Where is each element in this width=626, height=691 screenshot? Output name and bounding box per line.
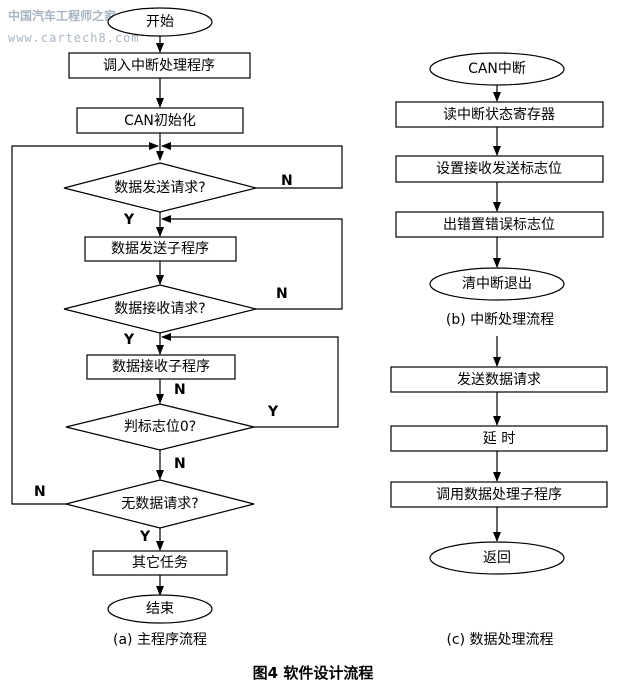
flag-zero-label: 判标志位0?: [124, 419, 196, 435]
receive-request-yes-label: Y: [123, 332, 135, 348]
data-processing-flow: 发送数据请求 延 时 调用数据处理子程序 返回 (c) 数据处理流程: [390, 336, 608, 648]
other-tasks-label: 其它任务: [132, 554, 188, 571]
main-end-label: 结束: [146, 601, 174, 617]
isr-exit-terminal: [429, 267, 565, 301]
return-terminal: [429, 541, 565, 575]
no-data-request-no-label: N: [34, 484, 46, 500]
send-subroutine-label: 数据发送子程序: [111, 241, 209, 257]
main-end-terminal: [107, 594, 213, 624]
interrupt-handler-flow: CAN中断 读中断状态寄存器 设置接收发送标志位 出错置错误标志位 清中断退出 …: [395, 52, 604, 328]
send-data-request-label: 发送数据请求: [457, 372, 541, 388]
flag-zero-no-label: N: [174, 456, 186, 472]
after-receive-no-label: N: [174, 382, 186, 398]
flag-zero-yes-label: Y: [267, 404, 279, 420]
receive-request-no-label: N: [276, 286, 288, 302]
no-data-request-yes-label: Y: [139, 529, 151, 545]
isr-flow-caption: (b) 中断处理流程: [446, 312, 554, 328]
send-request-no-label: N: [281, 173, 293, 189]
error-flag-label: 出错置错误标志位: [443, 217, 555, 233]
receive-request-label: 数据接收请求?: [114, 300, 205, 317]
send-request-label: 数据发送请求?: [114, 180, 205, 196]
call-isr-label: 调入中断处理程序: [103, 58, 215, 74]
call-data-subroutine-label: 调用数据处理子程序: [436, 487, 562, 503]
no-data-request-label: 无数据请求?: [121, 496, 198, 512]
can-init-label: CAN初始化: [124, 112, 196, 129]
delay-label: 延 时: [483, 431, 515, 447]
call-data-subroutine-box: [390, 481, 608, 508]
other-tasks-box: [92, 550, 228, 576]
isr-exit-label: 清中断退出: [462, 276, 532, 292]
main-flow-caption: (a) 主程序流程: [113, 632, 207, 648]
delay-box: [390, 425, 608, 452]
watermark-url: www.cartech8.com: [8, 31, 140, 45]
call-isr-box: [68, 52, 251, 79]
receive-subroutine-label: 数据接收子程序: [112, 358, 210, 375]
watermark-logo-text: 中国汽车工程师之家: [8, 8, 117, 23]
send-data-request-box: [390, 366, 608, 393]
set-flags-label: 设置接收发送标志位: [436, 160, 562, 177]
set-flags-box: [395, 155, 604, 183]
data-flow-caption: (c) 数据处理流程: [446, 632, 553, 648]
error-flag-box: [395, 211, 604, 238]
send-request-yes-label: Y: [123, 212, 135, 228]
return-label: 返回: [483, 550, 511, 566]
read-status-register-label: 读中断状态寄存器: [443, 106, 555, 123]
read-status-register-box: [395, 101, 604, 128]
main-program-flow: 开始 调入中断处理程序 CAN初始化 数据发送请求? N Y 数据发送子程序 数…: [11, 7, 343, 648]
isr-start-label: CAN中断: [468, 61, 526, 77]
figure-title: 图4 软件设计流程: [253, 664, 374, 682]
receive-subroutine-box: [86, 354, 236, 380]
main-start-label: 开始: [146, 14, 174, 30]
